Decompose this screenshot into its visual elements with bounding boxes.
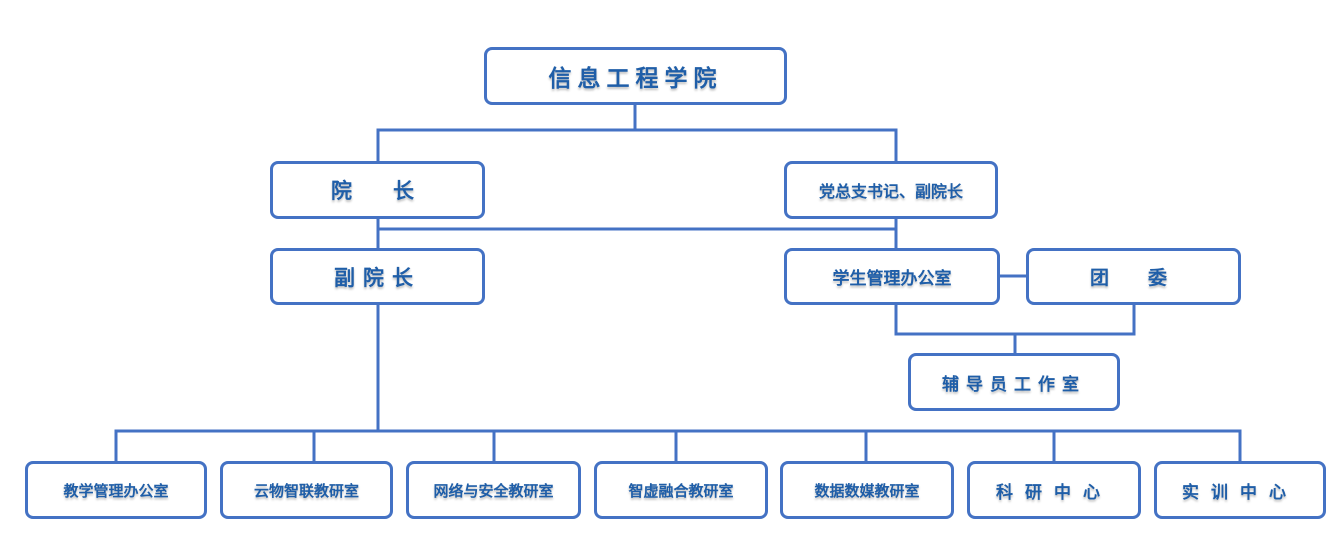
- node-vice-dean-label: 副院长: [334, 265, 421, 290]
- node-vice-dean: 副院长: [270, 248, 485, 305]
- node-youth-league: 团 委: [1026, 248, 1241, 305]
- node-root-label: 信息工程学院: [548, 66, 723, 92]
- node-dept-network-security-label: 网络与安全教研室: [433, 481, 554, 500]
- node-counselor-office: 辅导员工作室: [908, 353, 1120, 411]
- node-party-secretary-label: 党总支书记、副院长: [818, 182, 963, 201]
- node-dean: 院 长: [270, 161, 485, 219]
- node-root: 信息工程学院: [484, 47, 787, 105]
- node-dept-data-media: 数据数媒教研室: [780, 461, 954, 519]
- node-dept-training-center: 实训中心: [1154, 461, 1326, 519]
- node-dept-teaching-office: 教学管理办公室: [25, 461, 207, 519]
- node-dept-research-center-label: 科研中心: [996, 482, 1112, 503]
- node-youth-league-label: 团 委: [1089, 267, 1177, 289]
- node-dept-data-media-label: 数据数媒教研室: [814, 481, 920, 500]
- node-dept-virtual-fusion: 智虚融合教研室: [594, 461, 768, 519]
- node-dept-network-security: 网络与安全教研室: [406, 461, 581, 519]
- node-party-secretary: 党总支书记、副院长: [784, 161, 998, 219]
- node-student-office-label: 学生管理办公室: [832, 269, 952, 289]
- node-dept-cloud-iot-label: 云物智联教研室: [253, 481, 359, 500]
- node-dept-teaching-office-label: 教学管理办公室: [63, 481, 169, 500]
- node-counselor-office-label: 辅导员工作室: [942, 374, 1086, 395]
- node-student-office: 学生管理办公室: [784, 248, 1000, 305]
- node-dept-cloud-iot: 云物智联教研室: [220, 461, 393, 519]
- node-dept-training-center-label: 实训中心: [1182, 482, 1298, 503]
- node-dean-label: 院 长: [331, 179, 424, 203]
- node-dept-research-center: 科研中心: [967, 461, 1141, 519]
- node-dept-virtual-fusion-label: 智虚融合教研室: [628, 481, 734, 500]
